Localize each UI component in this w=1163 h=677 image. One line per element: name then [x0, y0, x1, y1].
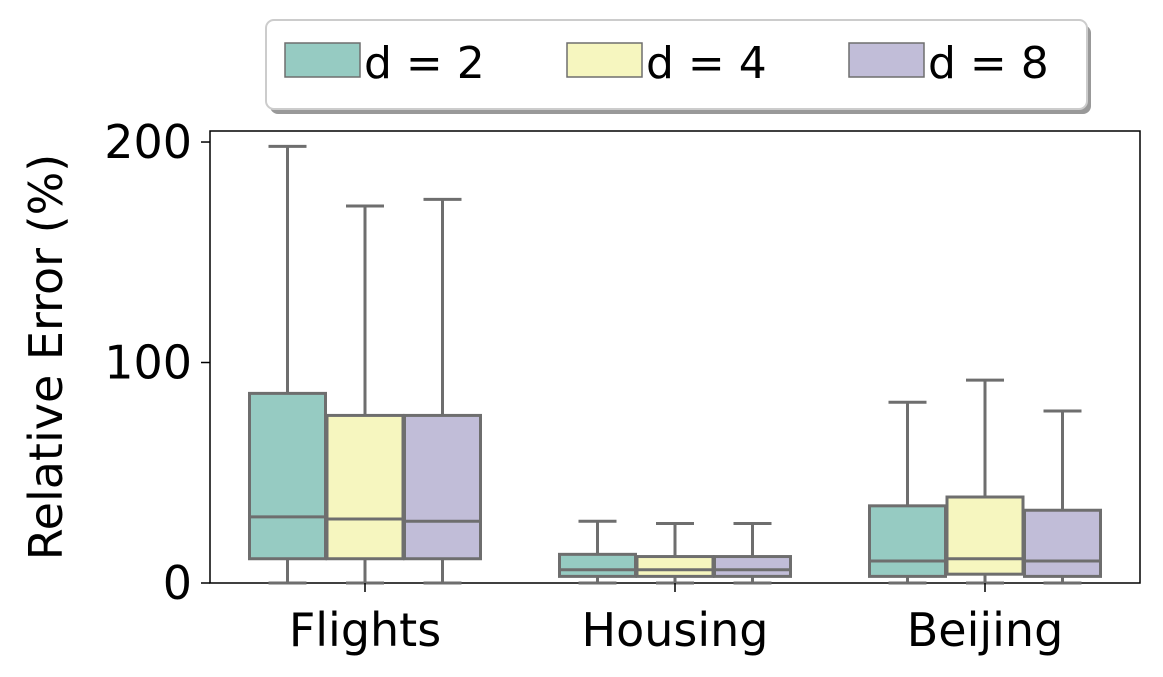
legend-swatch	[566, 42, 643, 78]
x-axis-ticks: Flights Housing Beijing	[289, 583, 1063, 657]
legend-swatch	[848, 42, 925, 78]
box-iqr	[325, 413, 405, 561]
legend-label: d = 8	[928, 38, 1049, 89]
legend-label: d = 2	[364, 38, 485, 89]
box-iqr	[248, 391, 327, 561]
legend-label: d = 4	[646, 38, 767, 89]
box-iqr	[868, 504, 947, 578]
x-tick-label: Flights	[289, 603, 441, 657]
legend-items: d = 2 d = 4 d = 8	[284, 38, 1049, 89]
box-iqr	[635, 555, 715, 578]
box-housing-2	[713, 521, 792, 585]
y-tick-label: 200	[104, 115, 192, 169]
box-iqr	[945, 495, 1025, 576]
box-iqr	[403, 413, 482, 561]
box-housing-0	[558, 519, 637, 585]
boxes-layer	[248, 144, 1102, 585]
box-beijing-0	[868, 400, 947, 585]
y-tick-label: 0	[163, 556, 192, 610]
x-tick-label: Beijing	[907, 603, 1064, 657]
legend-item-2: d = 8	[848, 38, 1049, 89]
legend-item-0: d = 2	[284, 38, 485, 89]
box-flights-1	[325, 204, 405, 585]
box-iqr	[558, 552, 637, 578]
x-tick-label: Housing	[582, 603, 769, 657]
y-axis-ticks: 0 100 200	[104, 115, 210, 610]
box-flights-2	[403, 197, 482, 585]
legend-item-1: d = 4	[566, 38, 767, 89]
y-tick-label: 100	[104, 336, 192, 390]
y-axis-title: Relative Error (%)	[19, 154, 73, 560]
box-beijing-1	[945, 378, 1025, 585]
box-flights-0	[248, 144, 327, 585]
legend: d = 2 d = 4 d = 8	[265, 19, 1091, 114]
box-housing-1	[635, 521, 715, 585]
legend-swatch	[284, 42, 361, 78]
box-iqr	[1023, 508, 1102, 578]
box-beijing-2	[1023, 409, 1102, 585]
box-iqr	[713, 555, 792, 578]
